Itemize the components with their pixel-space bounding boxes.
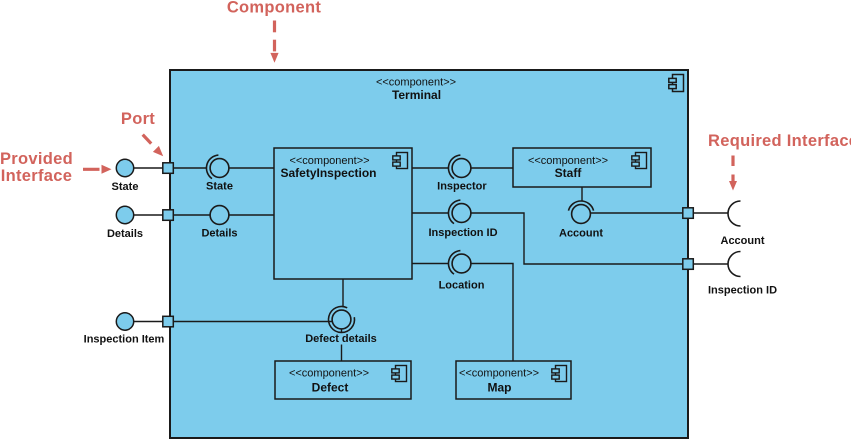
svg-text:Location: Location: [439, 280, 485, 292]
svg-text:Required Interface: Required Interface: [708, 132, 851, 150]
svg-text:Component: Component: [227, 0, 322, 17]
svg-text:Port: Port: [121, 110, 155, 128]
svg-text:Staff: Staff: [555, 166, 583, 180]
svg-text:<<component>>: <<component>>: [289, 155, 369, 167]
svg-text:State: State: [206, 181, 233, 193]
svg-text:Details: Details: [201, 228, 237, 240]
svg-text:Inspection ID: Inspection ID: [708, 285, 777, 297]
svg-text:Details: Details: [107, 228, 143, 240]
svg-text:Defect: Defect: [312, 381, 349, 395]
svg-text:Account: Account: [559, 228, 603, 240]
svg-text:Inspector: Inspector: [437, 181, 487, 193]
svg-text:<<component>>: <<component>>: [528, 155, 608, 167]
svg-text:SafetyInspection: SafetyInspection: [280, 166, 376, 180]
svg-text:<<component>>: <<component>>: [459, 368, 539, 380]
svg-text:State: State: [112, 181, 139, 193]
svg-text:Account: Account: [721, 235, 765, 247]
svg-text:<<component>>: <<component>>: [289, 368, 369, 380]
svg-text:Provided: Provided: [0, 150, 73, 168]
svg-text:Terminal: Terminal: [392, 88, 441, 102]
svg-text:Defect details: Defect details: [305, 333, 377, 345]
svg-text:<<component>>: <<component>>: [376, 77, 456, 89]
svg-text:Interface: Interface: [1, 167, 72, 185]
svg-text:Inspection ID: Inspection ID: [428, 227, 497, 239]
svg-text:Map: Map: [488, 381, 512, 395]
svg-text:Inspection Item: Inspection Item: [84, 334, 165, 346]
